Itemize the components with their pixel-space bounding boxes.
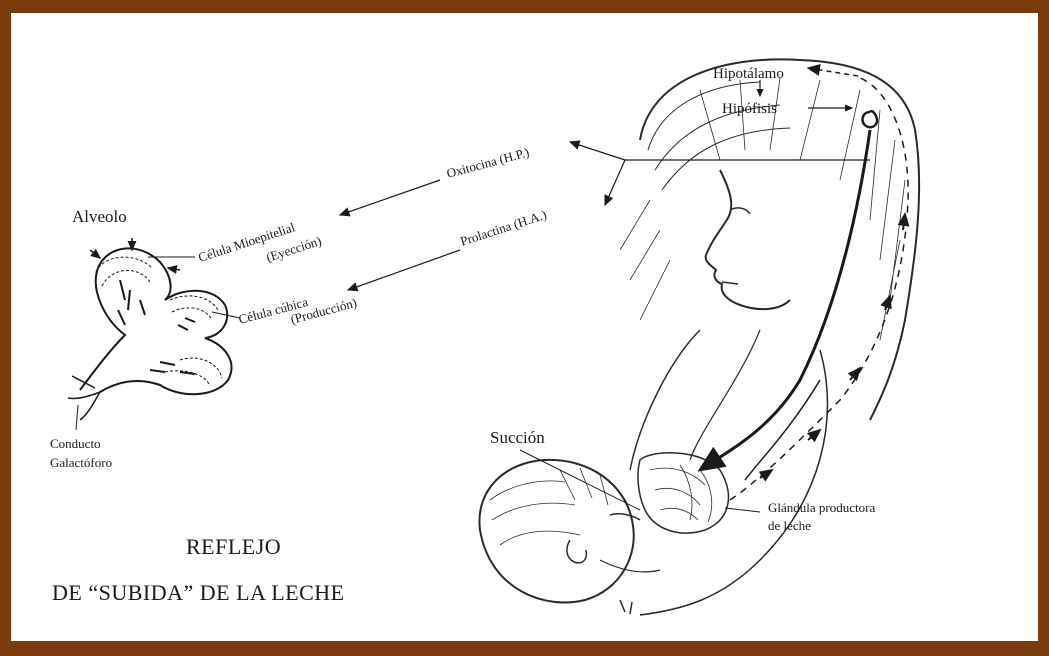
hipofisis-label: Hipófisis — [722, 101, 777, 117]
alveolo-label: Alveolo — [72, 207, 127, 226]
neural-arrow-2 — [808, 430, 820, 440]
cubica-leader-line — [212, 312, 240, 318]
prolactina-arrow — [605, 160, 625, 205]
galactoforo-label: Galactóforo — [50, 455, 112, 470]
conducto-leader-line — [76, 405, 78, 430]
oxitocina-to-cell-arrow — [340, 180, 440, 215]
glandula-label-line2: de leche — [768, 518, 811, 533]
glandula-leader-line — [725, 508, 760, 512]
neural-arrow-1 — [760, 470, 772, 478]
alveolus-illustration — [68, 238, 231, 420]
baby-illustration — [479, 460, 660, 614]
title-line1: REFLEJO — [186, 534, 281, 559]
prolactina-label: Prolactina (H.A.) — [458, 207, 548, 249]
to-hypothalamus-arrow — [808, 68, 858, 76]
conducto-label: Conducto — [50, 436, 101, 451]
glandula-label-line1: Glándula productora — [768, 500, 875, 515]
succion-leader-line — [520, 450, 640, 510]
hipotalamo-label: Hipotálamo — [713, 66, 784, 82]
neural-pathway-line — [730, 78, 908, 500]
title-line2: DE “SUBIDA” DE LA LECHE — [52, 580, 345, 605]
succion-label: Succión — [490, 428, 545, 447]
oxitocina-label: Oxitocina (H.P.) — [445, 144, 531, 180]
pituitary-icon — [863, 111, 878, 127]
neural-arrow-5 — [903, 214, 905, 230]
prolactina-to-cell-arrow — [348, 250, 460, 290]
oxitocina-arrow — [570, 142, 625, 160]
